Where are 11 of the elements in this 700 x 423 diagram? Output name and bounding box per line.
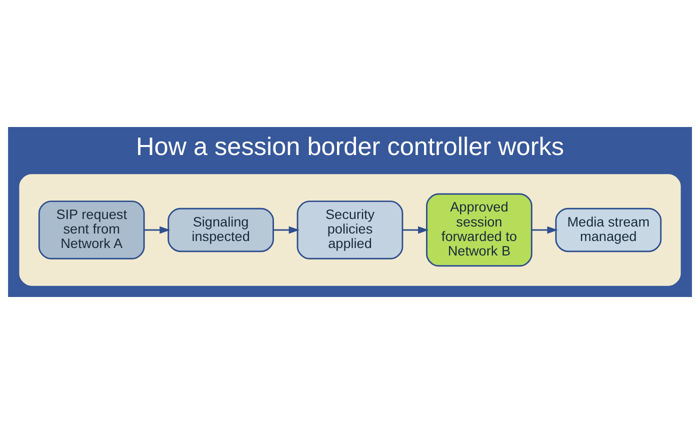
arrow — [532, 226, 558, 234]
arrow — [144, 226, 170, 234]
node-box: SIP request sent from Network A — [38, 200, 145, 259]
arrow — [274, 226, 300, 234]
node-box: Approved session forwarded to Network B — [426, 192, 532, 266]
node-box: Media stream managed — [555, 207, 662, 252]
node-box: Signaling inspected — [168, 207, 274, 252]
node-box: Security policies applied — [296, 200, 404, 259]
arrow — [402, 226, 429, 234]
cluster — [19, 174, 681, 286]
diagram-title: How a session border controller works — [136, 132, 564, 160]
